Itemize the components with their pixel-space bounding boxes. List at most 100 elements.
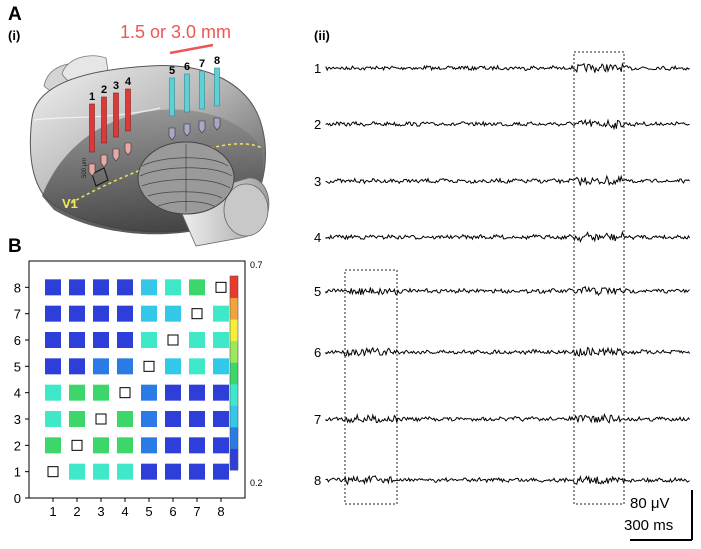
heatmap-cell	[69, 332, 85, 348]
scale-voltage-label: 80 μV	[630, 495, 670, 512]
highlight-box-early	[344, 269, 398, 505]
heatmap-cell	[141, 384, 157, 401]
depth-box	[91, 167, 109, 187]
heatmap-cell	[117, 463, 133, 480]
heatmap-cell	[117, 437, 133, 454]
probe-tip-3	[112, 148, 120, 162]
channel-label: 6	[314, 345, 321, 360]
probe-tip-1	[88, 163, 96, 177]
probe-tip-5	[168, 127, 176, 141]
probe-shaft-1	[89, 103, 95, 153]
probe-label-2: 2	[101, 84, 107, 96]
heatmap-cell	[189, 411, 205, 427]
heatmap-cell	[165, 411, 181, 427]
heatmap-cell	[93, 437, 109, 454]
probe-shaft-6	[184, 73, 190, 113]
heatmap-cells	[45, 279, 229, 480]
heatmap-cell	[165, 305, 181, 322]
heatmap-cell	[93, 358, 109, 375]
colorbar-segment	[230, 276, 238, 299]
heatmap-cell	[189, 332, 205, 348]
heatmap-cell	[45, 305, 61, 322]
heatmap-cell	[213, 332, 229, 348]
heatmap-cell	[117, 332, 133, 348]
y-tick-label: 2	[14, 438, 21, 453]
x-tick-label: 5	[145, 504, 152, 519]
heatmap-cell	[189, 437, 205, 454]
heatmap-cell	[165, 358, 181, 375]
colorbar	[229, 275, 239, 471]
colorbar-max-label: 0.7	[250, 260, 263, 270]
probe-tip-8	[213, 117, 221, 131]
probe-tip-7	[198, 120, 206, 134]
trace-line	[325, 62, 690, 74]
brainstem-end	[223, 183, 269, 237]
channel-label: 2	[314, 117, 321, 132]
heatmap-cell	[45, 437, 61, 454]
probe-tip-6	[183, 123, 191, 137]
brain-hemisphere-rim	[33, 107, 161, 121]
heatmap-cell	[165, 463, 181, 480]
heatmap-cell-empty	[95, 413, 107, 425]
heatmap-cell	[165, 279, 181, 296]
spacing-label: 1.5 or 3.0 mm	[120, 22, 231, 42]
channel-label: 3	[314, 174, 321, 189]
heatmap-cell	[45, 411, 61, 427]
v1-label: V1	[62, 196, 78, 211]
probe-label-4: 4	[125, 76, 132, 88]
heatmap-cell	[93, 384, 109, 401]
x-tick-label: 6	[169, 504, 176, 519]
x-tick-label: 7	[193, 504, 200, 519]
colorbar-segment	[230, 383, 238, 406]
trace-line	[325, 346, 691, 358]
heatmap-cell	[165, 437, 181, 454]
heatmap-cell	[93, 463, 109, 480]
probe-label-1: 1	[89, 91, 95, 103]
heatmap-cell	[213, 358, 229, 375]
heatmap-cell	[45, 279, 61, 296]
heatmap-cell	[69, 384, 85, 401]
heatmap-cell	[69, 279, 85, 296]
heatmap-cell	[69, 463, 85, 480]
channel-label: 8	[314, 473, 321, 488]
x-tick-label: 1	[49, 504, 56, 519]
y-tick-label: 0	[14, 491, 21, 506]
trace-line	[325, 285, 690, 297]
x-tick-label: 4	[121, 504, 128, 519]
channel-label: 7	[314, 412, 321, 427]
colorbar-outline	[229, 275, 239, 471]
probe-tip-4	[124, 142, 132, 156]
depth-label: 500 μm	[82, 158, 88, 178]
depth-scale: 500 μm	[82, 158, 109, 187]
y-tick-label: 8	[14, 280, 21, 295]
heatmap-cell	[45, 384, 61, 401]
probe-shaft-4	[125, 88, 131, 132]
colorbar-segment	[230, 340, 238, 363]
y-tick-label: 5	[14, 359, 21, 374]
channel-label: 1	[314, 61, 321, 76]
heatmap-cell	[213, 305, 229, 322]
probe-shaft-2	[101, 96, 107, 144]
heatmap-cell	[213, 384, 229, 401]
x-tick-label: 8	[217, 504, 224, 519]
panel-a-i-label: (i)	[8, 28, 20, 43]
probe-tip-2	[100, 154, 108, 168]
trace-line	[325, 412, 690, 424]
heatmap-cell-empty	[47, 466, 59, 478]
heatmap-cell	[117, 411, 133, 427]
heatmap-cell-empty	[71, 439, 83, 451]
panel-a-label: A	[8, 4, 22, 25]
heatmap-cell	[45, 358, 61, 375]
probe-label-6: 6	[184, 61, 190, 73]
colorbar-segment	[230, 297, 238, 320]
heatmap-cell	[189, 358, 205, 375]
y-tick-label: 1	[14, 465, 21, 480]
y-tick-label: 7	[14, 307, 21, 322]
channel-label: 5	[314, 284, 321, 299]
trace-line	[325, 230, 691, 243]
colorbar-segment	[230, 362, 238, 385]
probe-label-5: 5	[169, 65, 175, 77]
probe-shaft-8	[214, 67, 220, 107]
